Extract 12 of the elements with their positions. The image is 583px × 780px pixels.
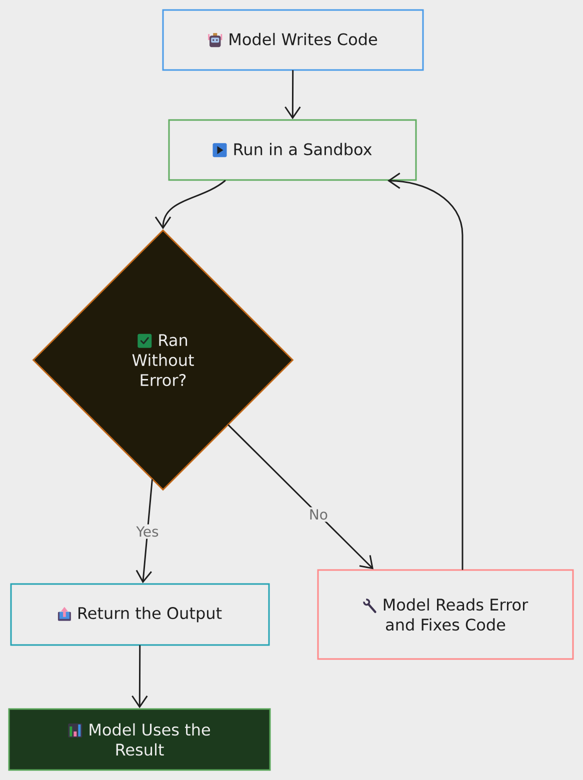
arrow (284, 70, 301, 120)
edge-label: Yes (134, 524, 161, 539)
arrow (132, 645, 148, 708)
process-box: Model Uses the Result (8, 708, 271, 771)
process-box: Model Reads Error and Fixes Code (317, 569, 574, 660)
arrow (154, 180, 226, 230)
process-box: Run in a Sandbox (168, 119, 417, 181)
arrow (388, 172, 464, 570)
arrow (136, 479, 153, 584)
process-box: Return the Output (10, 583, 270, 646)
process-box: Model Writes Code (162, 9, 424, 71)
arrow (228, 424, 374, 570)
